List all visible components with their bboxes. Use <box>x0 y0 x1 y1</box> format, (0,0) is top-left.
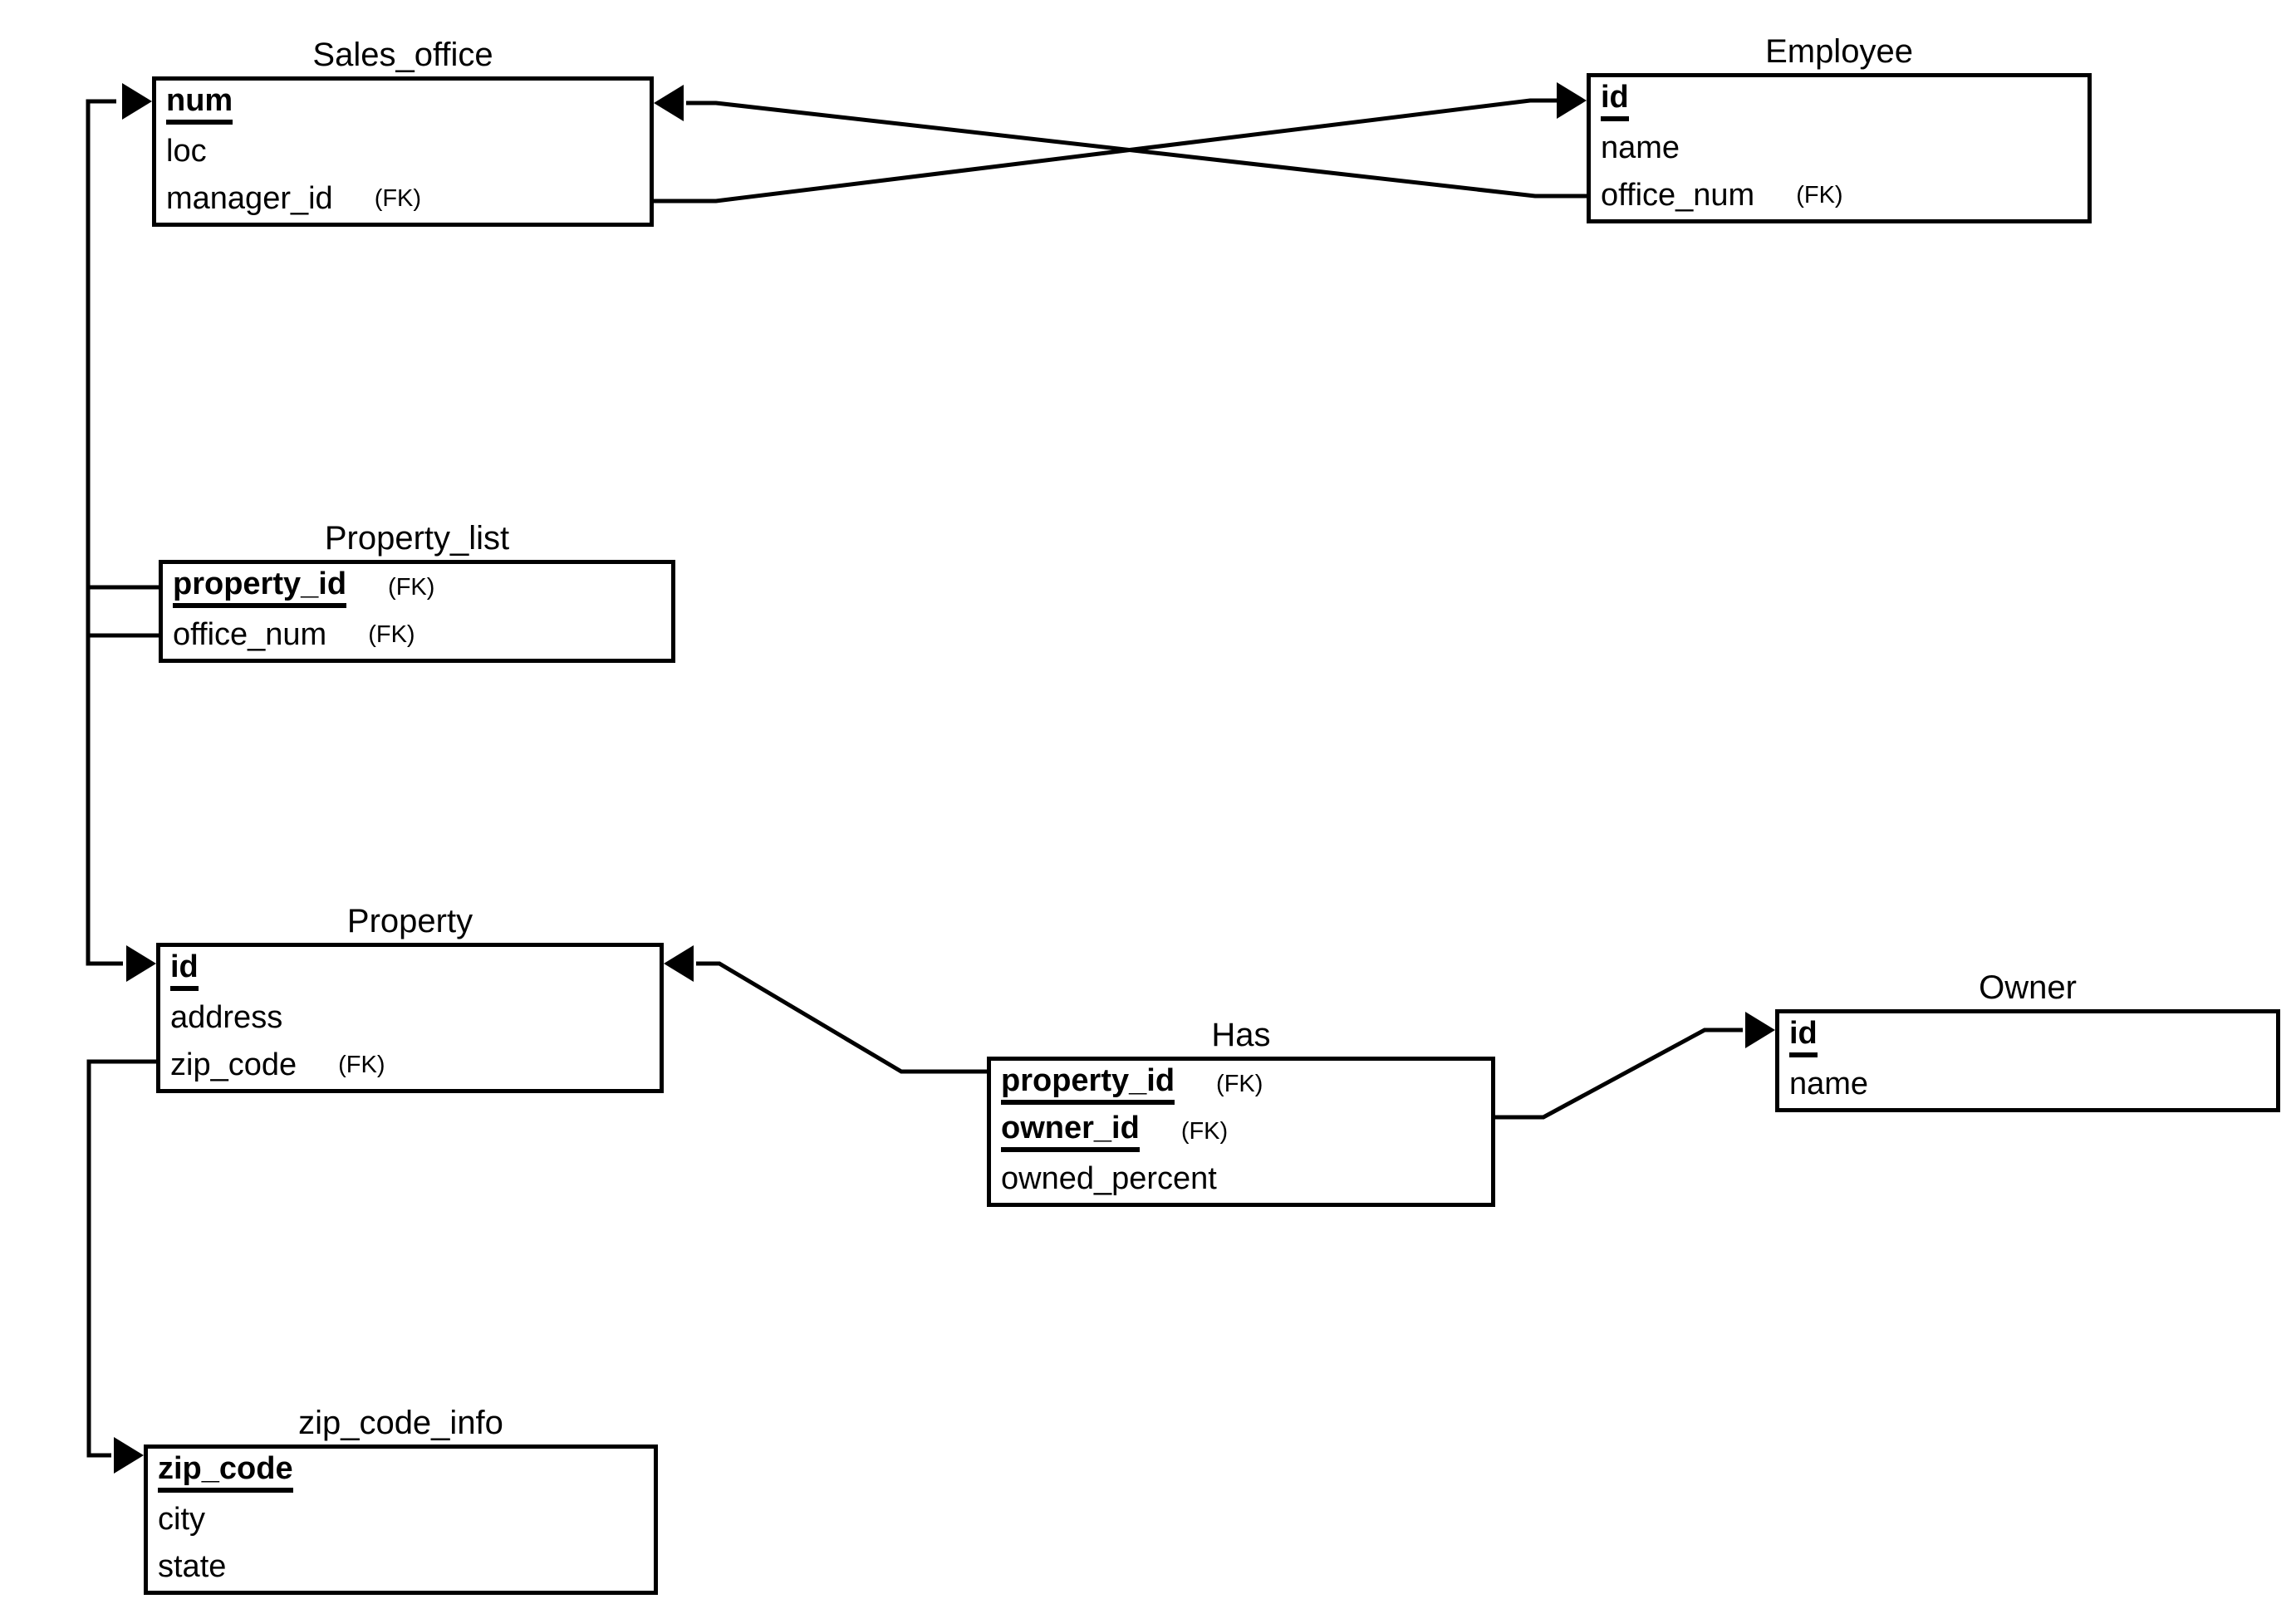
field-name: city <box>158 1501 205 1537</box>
field-sales-office-num: num <box>156 81 650 128</box>
entity-box: property_id (FK) office_num (FK) <box>159 560 675 663</box>
rel-property-zip-code-to-zip-code-info-line <box>86 1059 158 1458</box>
field-property-id: id <box>160 947 660 994</box>
fk-tag: (FK) <box>388 574 435 601</box>
field-sales-office-loc: loc <box>156 128 650 175</box>
entity-title: Has <box>1211 1017 1271 1053</box>
field-name: id <box>1789 1017 1818 1057</box>
entity-title: Sales_office <box>312 37 493 73</box>
field-property-address: address <box>160 994 660 1042</box>
fk-tag: (FK) <box>1216 1071 1263 1097</box>
field-name: loc <box>166 133 207 169</box>
entity-title: Employee <box>1765 33 1913 70</box>
entity-owner: Owner id name <box>1775 968 2280 1112</box>
field-name: name <box>1789 1066 1869 1101</box>
field-property-zip-code: zip_code (FK) <box>160 1042 660 1089</box>
field-name: property_id <box>173 567 347 608</box>
field-name: id <box>170 950 199 991</box>
field-has-owner-id: owner_id (FK) <box>991 1108 1491 1155</box>
field-employee-name: name <box>1591 125 2087 172</box>
field-property-list-office-num: office_num (FK) <box>163 611 671 659</box>
entity-has: Has property_id (FK) owner_id (FK) owned… <box>987 1015 1495 1207</box>
entity-title: zip_code_info <box>298 1405 503 1441</box>
arrowhead-into-sales-office-num-right <box>654 85 684 121</box>
rel-sales-office-manager-id-to-employee-id-line <box>654 98 1557 204</box>
fk-tag: (FK) <box>368 621 415 648</box>
fk-tag: (FK) <box>1796 182 1843 208</box>
field-zip-code-info-zip-code: zip_code <box>148 1449 654 1496</box>
arrowhead-into-zip-code-info <box>114 1437 144 1474</box>
entity-property: Property id address zip_code (FK) <box>156 901 664 1093</box>
field-employee-office-num: office_num (FK) <box>1591 172 2087 219</box>
entity-box: id name office_num (FK) <box>1587 73 2092 223</box>
field-has-property-id: property_id (FK) <box>991 1061 1491 1108</box>
fk-tag: (FK) <box>1180 1118 1229 1145</box>
field-has-owned-percent: owned_percent <box>991 1155 1491 1203</box>
entity-box: zip_code city state <box>144 1444 658 1595</box>
entity-title: Property <box>346 903 473 939</box>
entity-box: id name <box>1775 1009 2280 1112</box>
field-name: owned_percent <box>1001 1160 1217 1196</box>
field-name: owner_id <box>1001 1111 1140 1152</box>
entity-zip-code-info: zip_code_info zip_code city state <box>144 1403 658 1595</box>
field-zip-code-info-city: city <box>148 1496 654 1543</box>
arrowhead-into-employee-id <box>1557 82 1587 119</box>
field-name: name <box>1601 130 1680 165</box>
arrowhead-into-owner-id <box>1745 1012 1775 1048</box>
field-property-list-property-id: property_id (FK) <box>163 564 671 611</box>
rel-has-owner-id-to-owner-id-line <box>1495 1028 1743 1120</box>
arrowhead-into-property-id-right <box>664 945 694 982</box>
field-sales-office-manager-id: manager_id (FK) <box>156 175 650 223</box>
field-name: num <box>166 84 233 125</box>
field-name: zip_code <box>158 1452 293 1493</box>
entity-box: property_id (FK) owner_id (FK) owned_per… <box>987 1057 1495 1207</box>
field-owner-id: id <box>1779 1013 2276 1061</box>
entity-property-list: Property_list property_id (FK) office_nu… <box>159 518 675 663</box>
field-name: office_num <box>1601 177 1755 213</box>
field-name: zip_code <box>170 1047 297 1082</box>
arrowhead-into-sales-office-num-left <box>122 83 152 120</box>
arrowhead-into-property-id-left <box>126 945 156 982</box>
entity-title: Property_list <box>324 520 510 557</box>
fk-tag: (FK) <box>338 1052 385 1078</box>
fk-tag: (FK) <box>374 185 422 212</box>
field-name: state <box>158 1548 227 1584</box>
field-owner-name: name <box>1779 1061 2276 1108</box>
entity-box: id address zip_code (FK) <box>156 943 664 1093</box>
entity-box: num loc manager_id (FK) <box>152 76 654 227</box>
field-zip-code-info-state: state <box>148 1543 654 1591</box>
field-name: property_id <box>1001 1064 1175 1105</box>
rel-has-property-id-to-property-id-line <box>696 961 989 1074</box>
field-name: id <box>1601 81 1629 121</box>
field-name: manager_id <box>166 180 333 216</box>
field-name: office_num <box>173 616 327 652</box>
entity-title: Owner <box>1979 969 2077 1006</box>
entity-sales-office: Sales_office num loc manager_id (FK) <box>152 35 654 227</box>
field-name: address <box>170 999 283 1035</box>
field-employee-id: id <box>1591 77 2087 125</box>
left-channel-line <box>86 99 123 966</box>
entity-employee: Employee id name office_num (FK) <box>1587 32 2092 223</box>
